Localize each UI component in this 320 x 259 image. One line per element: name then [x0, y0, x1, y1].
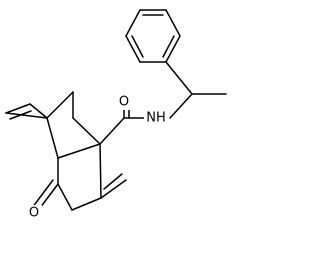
- atom-label-ketone-oxygen: O: [26, 205, 42, 221]
- molecule-structure-diagram: O NH O: [5, 9, 227, 221]
- aromatic-bond-inner: [131, 35, 144, 58]
- bond-carbonyl-quaternary: [99, 117, 125, 145]
- bond-alkene: [29, 103, 48, 119]
- bond: [57, 143, 101, 159]
- bond: [99, 143, 102, 199]
- bond-alkene: [5, 112, 48, 119]
- bond-ring-alkene: [100, 179, 127, 199]
- phenyl-ring: [125, 9, 181, 63]
- bond: [72, 117, 101, 145]
- bond-ketone-double: [31, 179, 54, 209]
- bond-alkene: [5, 103, 31, 114]
- atom-label-amide-oxygen: O: [116, 94, 132, 110]
- bicyclic-core: [46, 91, 102, 211]
- atom-label-text: NH: [146, 111, 166, 126]
- bond: [46, 117, 59, 159]
- bond: [125, 35, 141, 63]
- bond: [165, 9, 181, 37]
- bond: [46, 91, 74, 119]
- bond: [125, 9, 141, 37]
- bond-phenyl-ch: [165, 61, 193, 95]
- bond: [165, 35, 181, 63]
- atom-label-text: O: [119, 95, 129, 110]
- atom-label-text: O: [29, 206, 39, 221]
- bond-ring-alkene-double: [103, 173, 123, 190]
- bond: [71, 197, 102, 211]
- aromatic-bond-inner: [162, 35, 175, 58]
- atom-label-amide-nitrogen: NH: [144, 110, 168, 126]
- bond: [57, 183, 73, 211]
- bond-ch-nh: [169, 93, 193, 119]
